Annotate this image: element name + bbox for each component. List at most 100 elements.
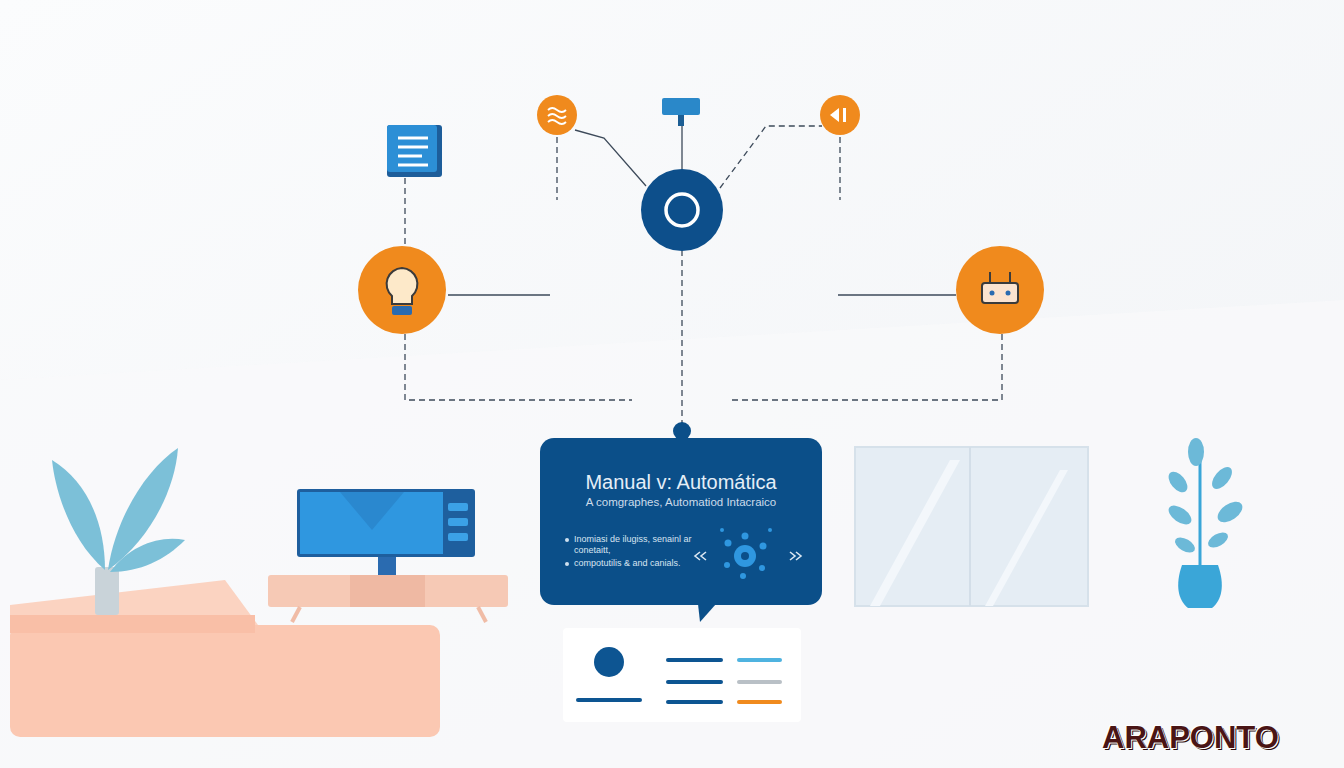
speaker-bar xyxy=(843,108,846,122)
gear-spikes xyxy=(720,528,772,579)
leaf xyxy=(1165,502,1194,528)
gear-core xyxy=(734,545,756,567)
wire xyxy=(405,334,632,400)
tv-neck xyxy=(378,555,396,575)
panel-bar xyxy=(668,680,721,684)
bullet-dot xyxy=(565,562,569,566)
router-icon xyxy=(956,246,1044,334)
speech-bubble-box: Manual v: Automática A comgraphes, Automa… xyxy=(540,438,822,605)
wires xyxy=(405,126,1002,425)
spike xyxy=(742,533,749,540)
panel-dot xyxy=(594,647,624,677)
wave-icon xyxy=(537,95,577,135)
tv-frame xyxy=(297,489,475,557)
router-body xyxy=(982,283,1018,303)
wire xyxy=(681,126,682,170)
plant-vase xyxy=(95,567,119,615)
document-lines xyxy=(398,138,428,165)
bullet-text: Inomiasi de ilugiss, senainl ar conetait… xyxy=(574,534,694,556)
router-led xyxy=(990,291,995,296)
panel-bar xyxy=(739,658,780,662)
tv-glare xyxy=(340,492,404,530)
gear-icon xyxy=(720,528,772,579)
lightbulb-icon xyxy=(358,246,446,334)
leaf xyxy=(52,460,105,570)
wire xyxy=(838,294,956,295)
wire xyxy=(730,334,1002,400)
device-icon xyxy=(662,98,700,115)
spike xyxy=(725,540,732,547)
router-led xyxy=(1006,291,1011,296)
document-face xyxy=(387,125,437,172)
panel-bar xyxy=(668,700,721,704)
window-glare xyxy=(870,460,1068,606)
tv-screen xyxy=(300,492,443,554)
plant-leaves xyxy=(1165,438,1246,556)
leaf xyxy=(110,539,185,572)
leaf xyxy=(1165,468,1191,495)
panel-bar xyxy=(578,698,640,702)
leaf xyxy=(1208,464,1235,493)
tv-stand xyxy=(268,575,508,607)
panel-bars xyxy=(578,660,780,702)
tv-button xyxy=(448,518,468,526)
next-chevron xyxy=(790,552,801,560)
wire xyxy=(720,126,822,188)
bubble-tail xyxy=(698,604,716,622)
wire xyxy=(681,250,682,425)
floor-plane xyxy=(0,300,1344,768)
leaf xyxy=(1214,497,1246,526)
tv-leg xyxy=(292,607,300,622)
panel-bar xyxy=(668,658,721,662)
doc-line xyxy=(398,137,428,140)
spike xyxy=(720,528,724,532)
tv-button xyxy=(448,533,468,541)
bullet-dot xyxy=(565,538,569,542)
prev-chevron xyxy=(695,552,706,560)
spike xyxy=(760,543,767,550)
bulb-glyph xyxy=(387,268,418,304)
wave-glyph xyxy=(548,108,566,124)
gear-hole xyxy=(741,552,749,560)
wire xyxy=(404,178,405,246)
bubble-subheading: A comgraphes, Automatiod Intacraico xyxy=(550,496,812,510)
hub-circle xyxy=(641,169,723,251)
leaf xyxy=(1172,534,1197,555)
plant-stem xyxy=(1199,455,1202,565)
panel-bar xyxy=(739,700,780,704)
bullet-text: compotutilis & and canials. xyxy=(574,558,694,569)
wire xyxy=(556,137,557,200)
plant-vase xyxy=(1178,565,1222,608)
plant-leaves xyxy=(52,448,185,572)
window-mullion xyxy=(969,447,971,606)
tv-stand-panel xyxy=(350,575,425,607)
spike xyxy=(740,573,746,579)
bulb-base xyxy=(392,306,412,315)
hub-ring xyxy=(666,194,698,226)
wire xyxy=(839,137,840,200)
wire xyxy=(575,130,646,186)
wire xyxy=(448,294,550,295)
spike xyxy=(759,565,765,571)
sofa-seat xyxy=(10,625,440,737)
router-antenna xyxy=(1009,272,1011,283)
device-stem xyxy=(678,115,684,126)
tv-leg xyxy=(478,607,486,622)
document-icon xyxy=(387,125,442,177)
spike xyxy=(768,528,772,532)
panel-bar xyxy=(739,680,780,684)
tv-button xyxy=(448,503,468,511)
leaf xyxy=(1205,529,1230,550)
doc-line xyxy=(398,155,422,158)
doc-line xyxy=(398,146,428,149)
speaker-icon xyxy=(820,95,860,135)
bubble-heading: Manual v: Automática xyxy=(550,470,812,494)
leaf xyxy=(1188,438,1204,466)
speaker-glyph xyxy=(830,108,839,122)
